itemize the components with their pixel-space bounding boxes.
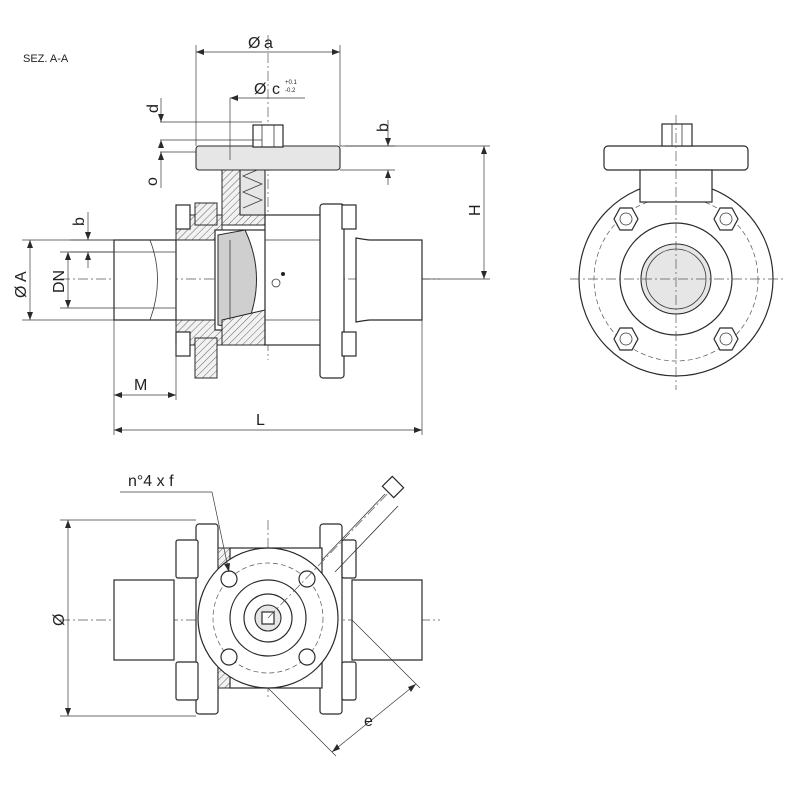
diameter-symbol-a: Ø: [248, 35, 260, 52]
dim-label-c: c: [272, 81, 280, 98]
body-right: [264, 214, 324, 346]
right-flange: [319, 203, 345, 379]
tolerance-upper: +0.1: [285, 80, 298, 86]
bolt-bottom-right: [341, 331, 357, 357]
diameter-symbol-c: Ø: [254, 81, 266, 98]
dim-label-o: o: [144, 177, 161, 186]
diameter-symbol-A: Ø: [13, 286, 30, 298]
top-flange: [195, 145, 341, 171]
tolerance-lower: -0.2: [285, 88, 296, 94]
right-spigot: [355, 237, 423, 323]
left-spigot: [113, 239, 177, 321]
dim-label-e: e: [364, 713, 373, 730]
dim-label-M: M: [134, 377, 147, 394]
section-label: SEZ. A-A: [23, 53, 69, 65]
hex-nut-top-left: [613, 207, 639, 231]
bolt-top-left: [175, 204, 191, 230]
side-view: [570, 115, 785, 390]
dim-label-A: A: [13, 271, 30, 282]
mount-hole-3: [220, 648, 238, 666]
top-left-spigot: [113, 579, 175, 661]
top-view: n°4 x f Ø e: [51, 473, 440, 757]
mount-hole-4: [298, 648, 316, 666]
bolt-bottom-left: [175, 331, 191, 357]
mount-hole-1: [220, 570, 238, 588]
bolt-top-right: [341, 204, 357, 230]
mount-hole-2: [298, 570, 316, 588]
section-view: Ø a Ø c +0.1 -0.2 d o b: [13, 35, 490, 435]
stem-top: [252, 124, 284, 148]
hex-nut-bottom-left: [613, 327, 639, 351]
diameter-symbol-outer: Ø: [51, 614, 68, 626]
hex-nut-bottom-right: [713, 327, 739, 351]
dim-label-DN: DN: [51, 270, 68, 293]
dim-label-a: a: [264, 35, 273, 52]
dim-label-b-top: b: [375, 123, 392, 132]
dim-label-holes: n°4 x f: [128, 473, 174, 490]
dim-label-b-left: b: [71, 217, 88, 226]
dim-label-L: L: [256, 412, 265, 429]
hex-nut-top-right: [713, 207, 739, 231]
dim-label-H: H: [467, 204, 484, 216]
dim-label-d: d: [145, 104, 162, 113]
top-right-spigot: [351, 579, 423, 661]
